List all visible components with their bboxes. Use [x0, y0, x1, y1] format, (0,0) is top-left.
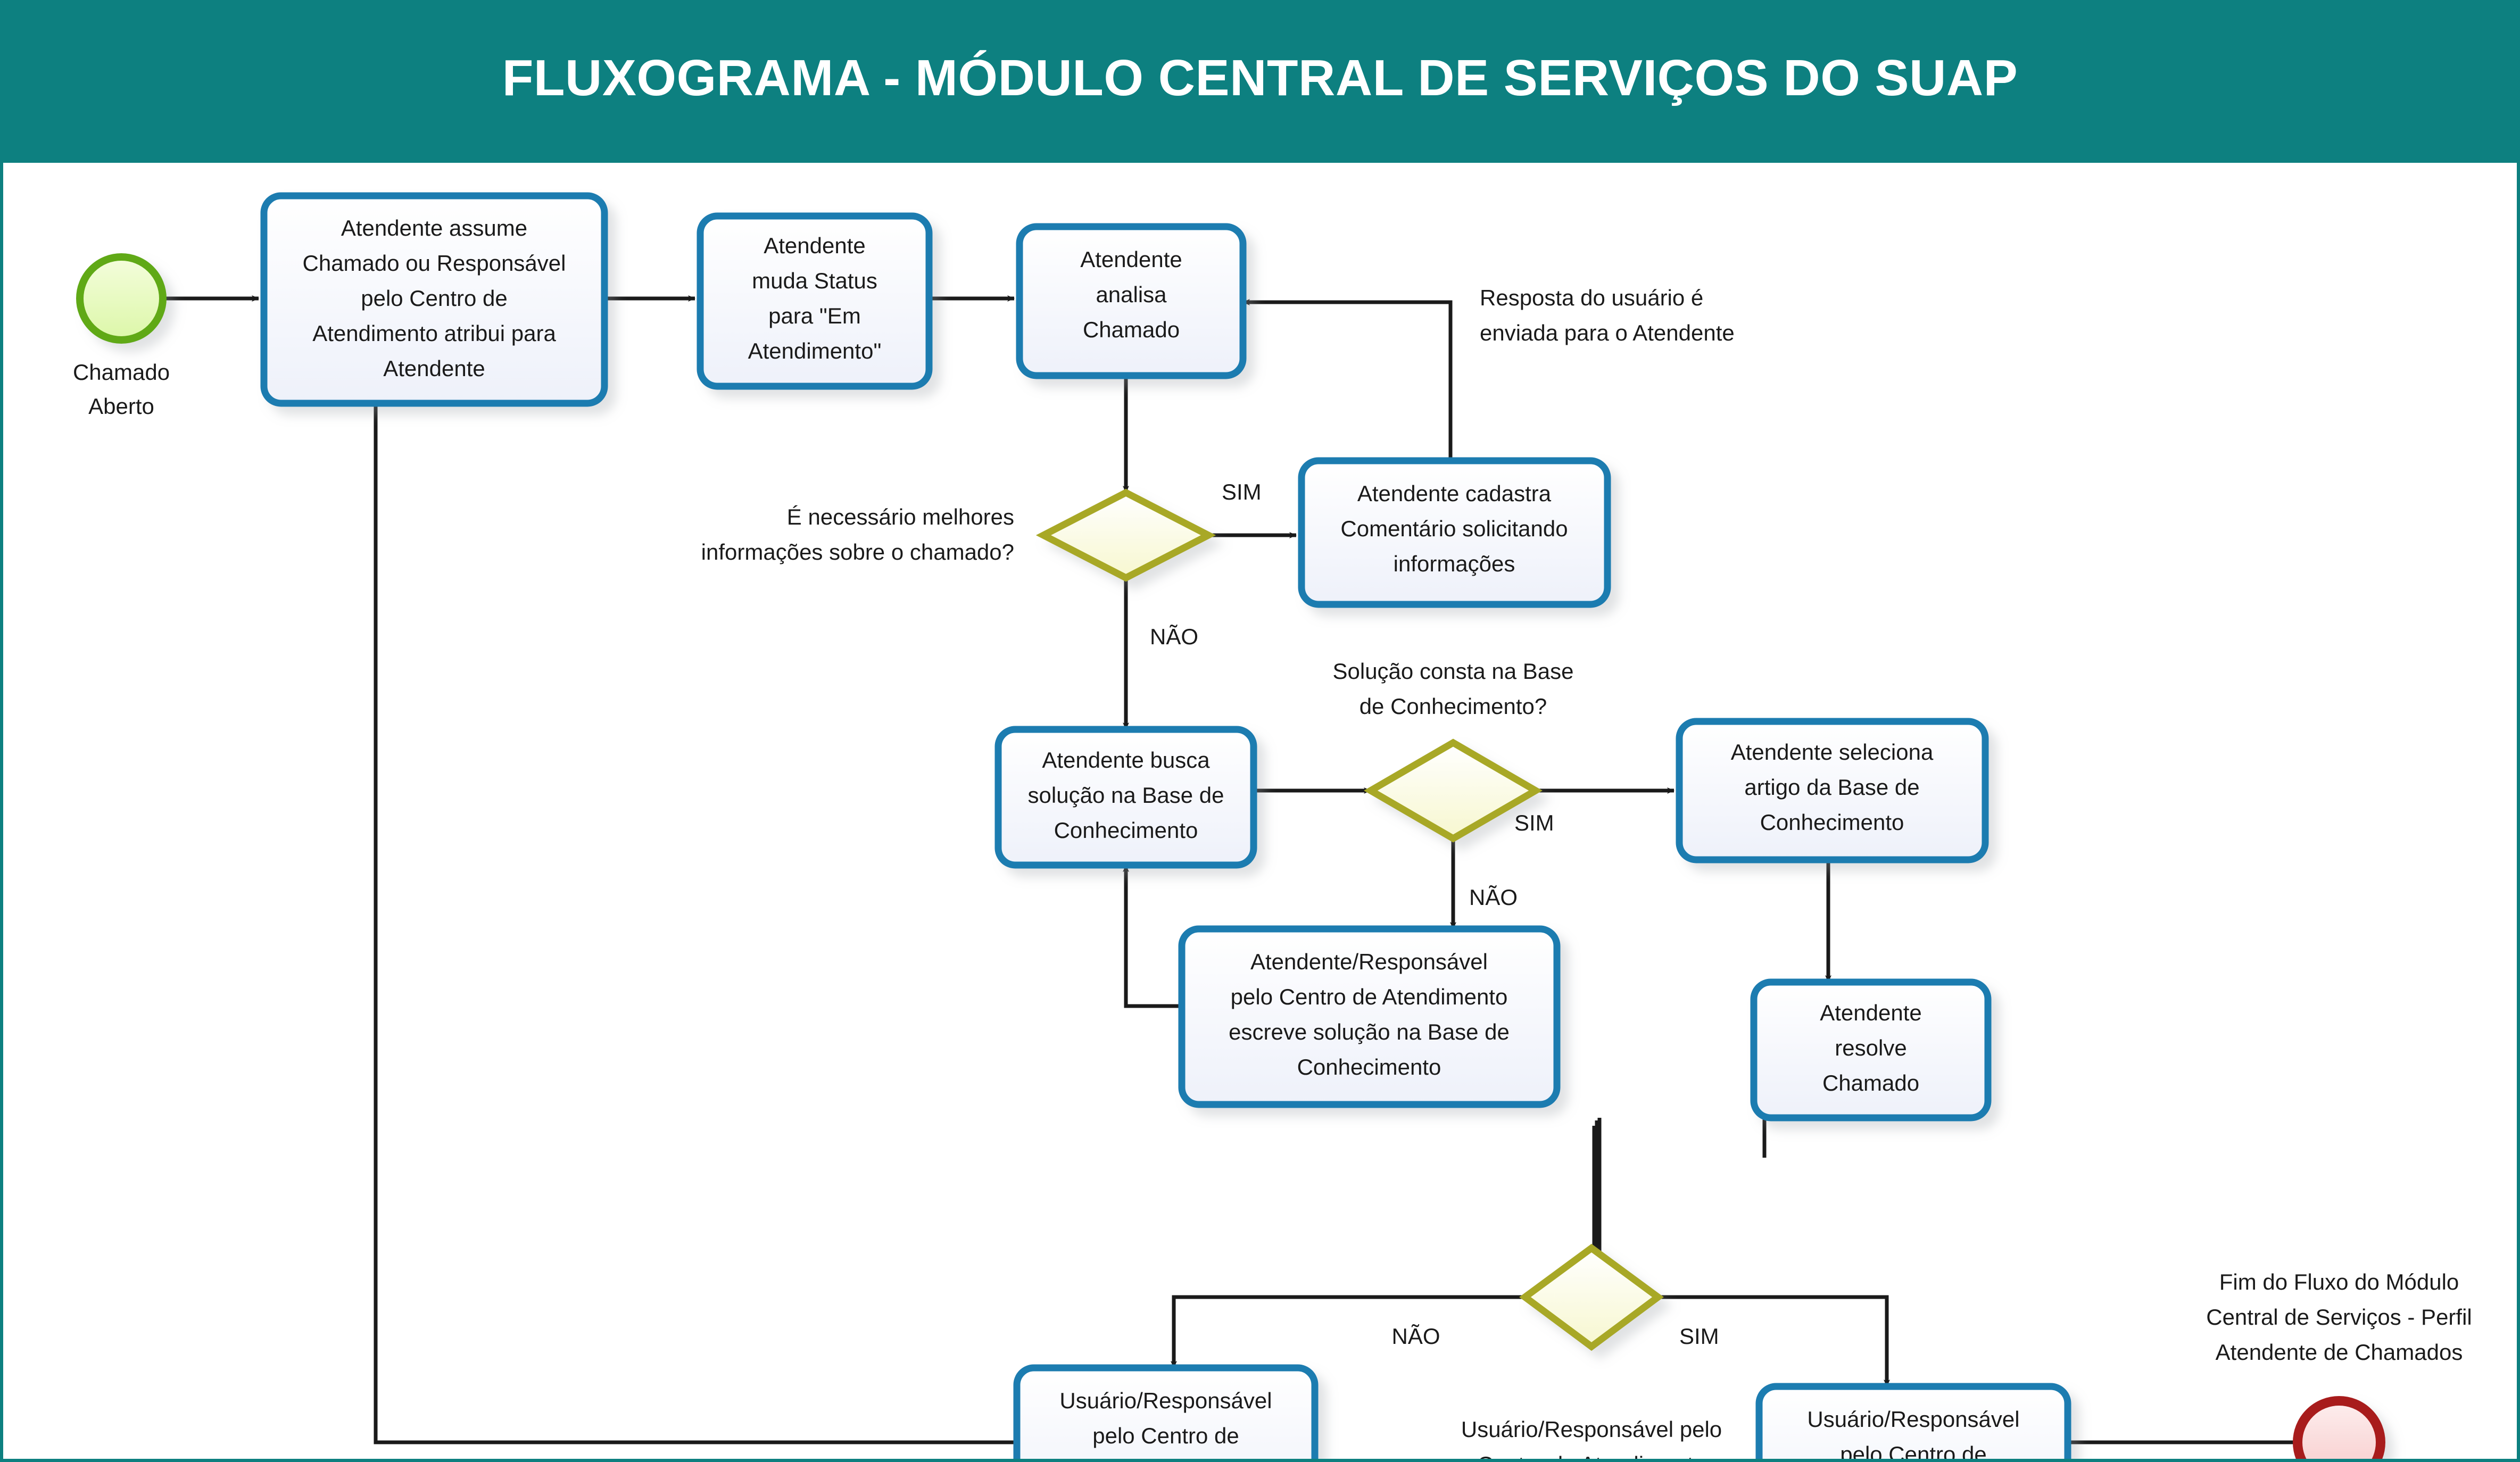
task-atendente-cadastra-comentario[interactable] [1298, 457, 1611, 608]
task-t7-line2: pelo Centro de Atendimento [1231, 984, 1508, 1009]
task-t2-line4: Atendimento" [748, 338, 882, 363]
gateway-g2-label-line1: Solução consta na Base [1333, 659, 1574, 684]
task-atendente-analisa-chamado[interactable] [1016, 223, 1247, 379]
task-t7-line1: Atendente/Responsável [1250, 949, 1488, 974]
task-t1-line2: Chamado ou Responsável [303, 251, 566, 276]
node-start-event[interactable] [76, 253, 167, 344]
edge-label-g2-nao: NÃO [1469, 885, 1518, 910]
edge-t9-t1 [372, 380, 1014, 1444]
task-t10-line2: pelo Centro de [1840, 1442, 1987, 1459]
task-t5-line3: Conhecimento [1054, 818, 1198, 843]
task-t4-line2: Comentário solicitando [1340, 516, 1568, 541]
task-t7-line3: escreve solução na Base de [1229, 1019, 1510, 1044]
task-atendente-escreve-solucao[interactable] [1178, 925, 1561, 1108]
gateway-g1-label-line1: É necessário melhores [787, 504, 1014, 529]
edge-label-g2-sim: SIM [1514, 810, 1554, 835]
task-t2-line2: muda Status [752, 268, 877, 293]
task-t9-line2: pelo Centro de [1092, 1423, 1239, 1448]
annotation-resposta-line1: Resposta do usuário é [1480, 285, 1703, 310]
gateway-g2-label-line2: de Conhecimento? [1360, 694, 1547, 719]
task-t1-line1: Atendente assume [341, 215, 527, 240]
gateway-informacoes-necessarias[interactable] [1035, 488, 1216, 582]
edge-g3-t10 [1658, 1295, 1890, 1387]
annotation-resposta-line2: enviada para o Atendente [1480, 320, 1735, 345]
task-atendente-seleciona-artigo[interactable] [1676, 718, 1989, 863]
task-t6-line3: Conhecimento [1760, 810, 1904, 835]
task-t2-line1: Atendente [764, 233, 866, 258]
task-t4-line3: informações [1394, 551, 1515, 576]
page-header: FLUXOGRAMA - MÓDULO CENTRAL DE SERVIÇOS … [0, 0, 2520, 160]
task-t8-line2: resolve [1835, 1035, 1906, 1060]
task-t3-line3: Chamado [1083, 317, 1180, 342]
task-t2-line3: para "Em [768, 303, 861, 328]
end-event-label-line2: Central de Serviços - Perfil [2206, 1305, 2472, 1330]
task-t9-line3: Atendimento reabre [1068, 1458, 1264, 1459]
task-t3-line1: Atendente [1080, 247, 1182, 272]
edge-label-g3-nao: NÃO [1391, 1324, 1440, 1349]
flowchart-svg: Chamado Aberto Atendente assume Chamado … [73, 192, 2472, 1459]
end-event-label-line1: Fim do Fluxo do Módulo [2219, 1269, 2459, 1294]
task-atendente-assume-chamado[interactable] [260, 192, 608, 407]
task-t1-line4: Atendimento atribui para [312, 321, 556, 346]
diagram-canvas: Chamado Aberto Atendente assume Chamado … [0, 160, 2520, 1462]
edge-label-g1-nao: NÃO [1150, 624, 1198, 649]
task-t1-line3: pelo Centro de [361, 286, 508, 311]
task-t6-line1: Atendente seleciona [1731, 740, 1934, 765]
edge-t7-t5 [1123, 865, 1179, 1008]
gateway-g3-label-line2: Centro de Atendimento [1477, 1452, 1706, 1459]
task-t5-line1: Atendente busca [1042, 747, 1210, 772]
end-event-label-line3: Atendente de Chamados [2216, 1340, 2463, 1365]
node-end-event[interactable] [2293, 1396, 2385, 1459]
edge-g3-t9 [1171, 1295, 1525, 1368]
task-atendente-busca-solucao[interactable] [994, 726, 1257, 869]
start-event-label-line1: Chamado [73, 360, 170, 385]
edge-label-g1-sim: SIM [1222, 479, 1262, 504]
task-t8-line3: Chamado [1822, 1070, 1919, 1095]
task-t9-line1: Usuário/Responsável [1059, 1388, 1272, 1413]
gateway-g1-label-line2: informações sobre o chamado? [701, 539, 1014, 564]
task-t10-line1: Usuário/Responsável [1807, 1407, 2019, 1432]
edge-layer [163, 295, 2308, 1446]
task-t1-line5: Atendente [383, 356, 485, 381]
edge-t4-t3 [1242, 299, 1453, 461]
gateway-aprova-solucao[interactable] [1519, 1243, 1664, 1351]
task-t3-line2: analisa [1096, 282, 1167, 307]
task-atendente-resolve-chamado[interactable] [1750, 978, 1992, 1122]
task-usuario-avalia-fecha-chamado[interactable] [1755, 1383, 2071, 1459]
task-t7-line4: Conhecimento [1297, 1054, 1441, 1079]
start-event-label-line2: Aberto [88, 394, 154, 419]
task-usuario-reabre-chamado[interactable] [1013, 1364, 1319, 1459]
gateway-solucao-na-base[interactable] [1364, 738, 1543, 843]
task-t6-line2: artigo da Base de [1744, 775, 1919, 800]
edge-label-g3-sim: SIM [1679, 1324, 1719, 1349]
page-title: FLUXOGRAMA - MÓDULO CENTRAL DE SERVIÇOS … [502, 49, 2018, 106]
task-t8-line1: Atendente [1820, 1000, 1922, 1025]
task-t5-line2: solução na Base de [1028, 783, 1224, 808]
task-atendente-muda-status[interactable] [697, 212, 933, 390]
task-t4-line1: Atendente cadastra [1357, 481, 1552, 506]
gateway-g3-label-line1: Usuário/Responsável pelo [1461, 1417, 1722, 1442]
